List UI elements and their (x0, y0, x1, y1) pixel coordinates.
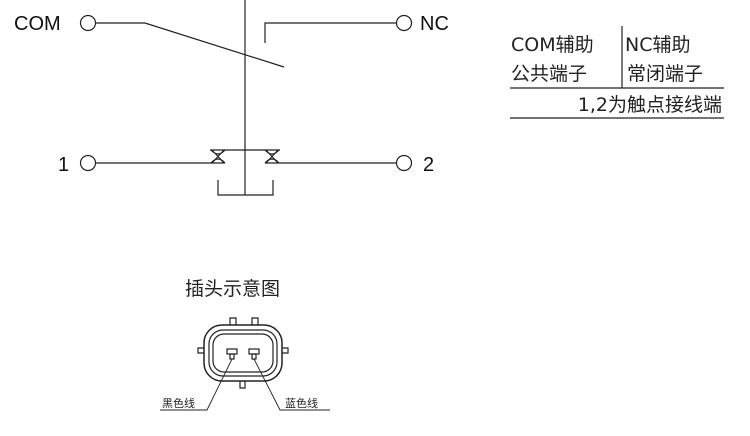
com-label: COM (14, 13, 61, 35)
table-com-line1: COM辅助 (511, 34, 594, 56)
nc-contact-line (264, 22, 396, 43)
table-com-line2: 公共端子 (511, 63, 587, 85)
com-switch-arm (96, 22, 285, 68)
contact-right-icon (264, 149, 280, 164)
nc-terminal (395, 14, 413, 32)
blue-wire-label: 蓝色线 (285, 396, 318, 410)
terminal-2-label: 2 (423, 154, 434, 176)
black-wire-label: 黑色线 (162, 396, 195, 410)
contact-left-icon (210, 149, 226, 164)
terminal-1-label: 1 (58, 154, 69, 176)
terminal-1 (79, 154, 97, 172)
table-nc-line2: 常闭端子 (627, 63, 703, 85)
table-footer: 1,2为触点接线端 (578, 94, 722, 116)
blue-wire-leader (253, 358, 330, 411)
nc-label: NC (420, 13, 449, 35)
terminal-2 (395, 154, 413, 172)
actuator-bracket (217, 180, 274, 196)
table-nc-line1: NC辅助 (625, 34, 690, 56)
plug-title: 插头示意图 (185, 278, 280, 300)
plug-connector-icon (197, 317, 289, 389)
black-wire-leader (160, 358, 233, 411)
com-terminal (79, 14, 97, 32)
